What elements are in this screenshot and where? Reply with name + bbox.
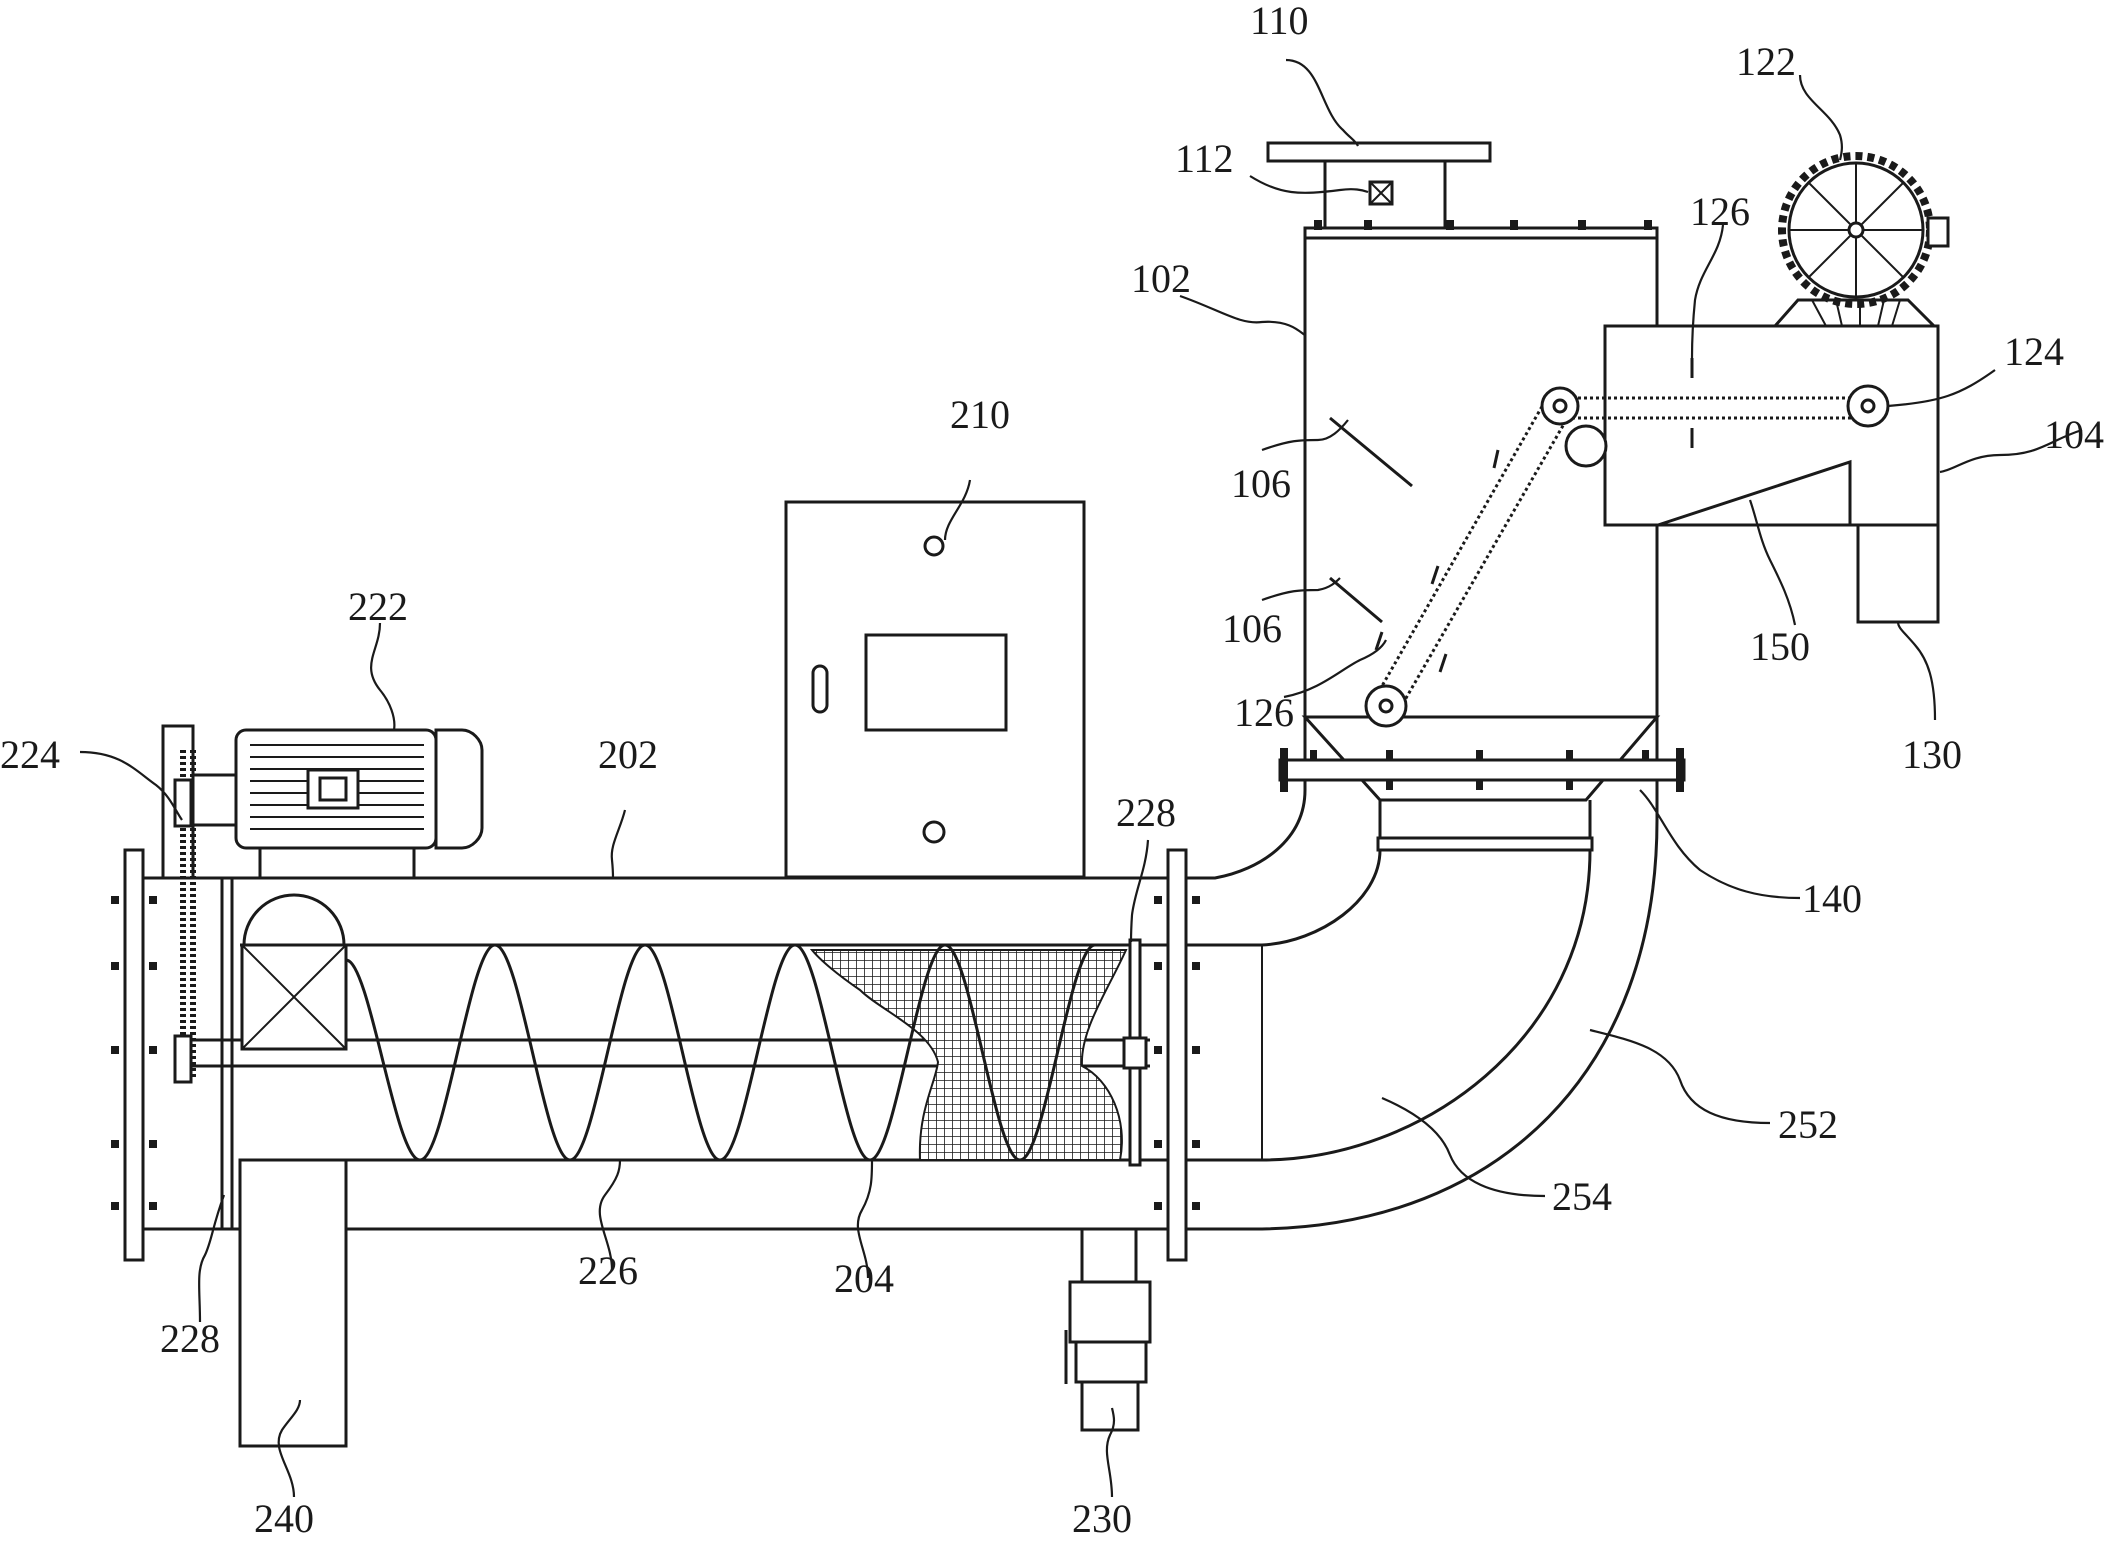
- flange-bolts: [1280, 748, 1684, 792]
- label-112: 112: [1175, 136, 1234, 181]
- inlet-flange: [1266, 141, 1492, 163]
- label-150: 150: [1750, 624, 1810, 669]
- feed-inlet-box: [240, 893, 348, 1051]
- label-140: 140: [1802, 876, 1862, 921]
- label-254: 254: [1552, 1174, 1612, 1219]
- cabinet-handle: [811, 664, 829, 714]
- label-252: 252: [1778, 1102, 1838, 1147]
- label-210: 210: [950, 392, 1010, 437]
- chain-conveyor: [1364, 358, 1890, 728]
- label-224: 224: [0, 732, 60, 777]
- label-230: 230: [1072, 1496, 1132, 1541]
- label-204: 204: [834, 1256, 894, 1301]
- label-122: 122: [1736, 39, 1796, 84]
- leader-lines: [79, 58, 2083, 1498]
- tower-lower-ring: [1376, 836, 1594, 852]
- label-124: 124: [2004, 329, 2064, 374]
- screw-flight: [345, 943, 1096, 1162]
- label-126-top: 126: [1690, 189, 1750, 234]
- motor-base: [1771, 298, 1938, 328]
- upper-tower: [1266, 141, 1686, 852]
- cabinet-button: [922, 820, 946, 844]
- tower-top-plate: [1303, 226, 1659, 240]
- label-130: 130: [1902, 732, 1962, 777]
- label-202: 202: [598, 732, 658, 777]
- top-plate-bolts: [1314, 220, 1652, 230]
- inlet-valve: [1368, 180, 1394, 206]
- sludge-mass: [809, 949, 1128, 1161]
- tower-lower-neck: [1378, 800, 1592, 840]
- screw-drive-motor: [191, 728, 484, 878]
- housing-body: [1603, 324, 1940, 527]
- right-end-plate: [1166, 848, 1188, 1262]
- label-228-right: 228: [1116, 790, 1176, 835]
- label-126-lower: 126: [1234, 690, 1294, 735]
- display-window: [864, 633, 1008, 732]
- control-cabinet: [784, 500, 1086, 879]
- solids-discharge: [238, 1158, 348, 1448]
- indicator-light: [923, 535, 945, 557]
- baffle-upper: [1329, 416, 1413, 488]
- left-end-plate: [123, 848, 145, 1262]
- housing-outer: [138, 780, 1307, 880]
- screw-housing: [111, 724, 1659, 1448]
- left-bearing-plate: [220, 876, 234, 1231]
- drive-motor: [1778, 152, 1950, 308]
- label-106-lower: 106: [1222, 606, 1282, 651]
- discharge-chute: [1856, 523, 1940, 624]
- label-222: 222: [348, 584, 408, 629]
- label-240: 240: [254, 1496, 314, 1541]
- discharge-ramp: [1657, 459, 1852, 527]
- inner-duct: [240, 849, 1382, 947]
- tower-flange: [1278, 758, 1686, 782]
- drain-valve: [1064, 1227, 1152, 1432]
- label-104: 104: [2044, 412, 2104, 457]
- end-plate-bolts: [111, 896, 1200, 1210]
- label-228-left: 228: [160, 1316, 220, 1361]
- side-housing: [1603, 298, 1940, 624]
- label-106-upper: 106: [1231, 461, 1291, 506]
- label-102: 102: [1131, 256, 1191, 301]
- baffle-lower: [1329, 576, 1383, 624]
- label-110: 110: [1250, 0, 1309, 43]
- label-226: 226: [578, 1248, 638, 1293]
